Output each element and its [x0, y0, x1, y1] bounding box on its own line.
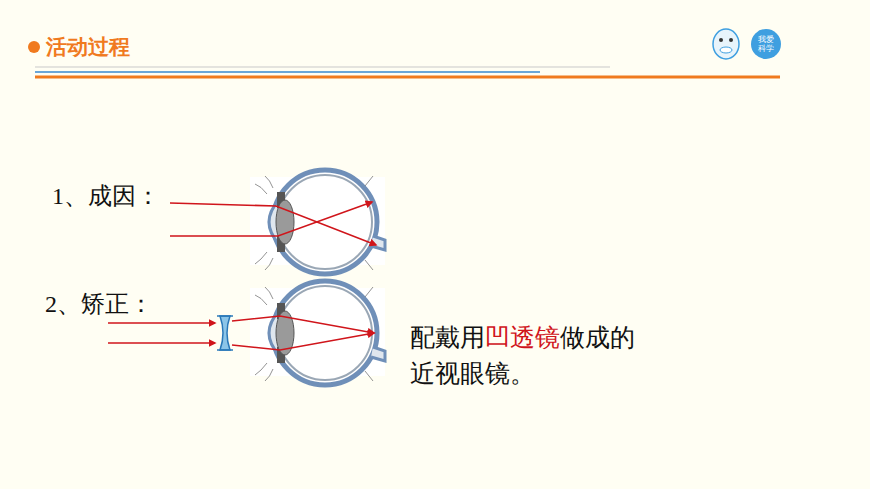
note-text: 配戴用 [410, 323, 485, 352]
logo-text: 我爱科学 [756, 35, 775, 53]
slide-title: 活动过程 [46, 33, 130, 61]
correction-note: 配戴用凹透镜做成的近视眼镜。 [410, 320, 640, 393]
step-label: 1、成因： [52, 180, 160, 212]
step-label: 2、矫正： [45, 288, 153, 320]
highlight-text: 凹透镜 [485, 323, 560, 352]
